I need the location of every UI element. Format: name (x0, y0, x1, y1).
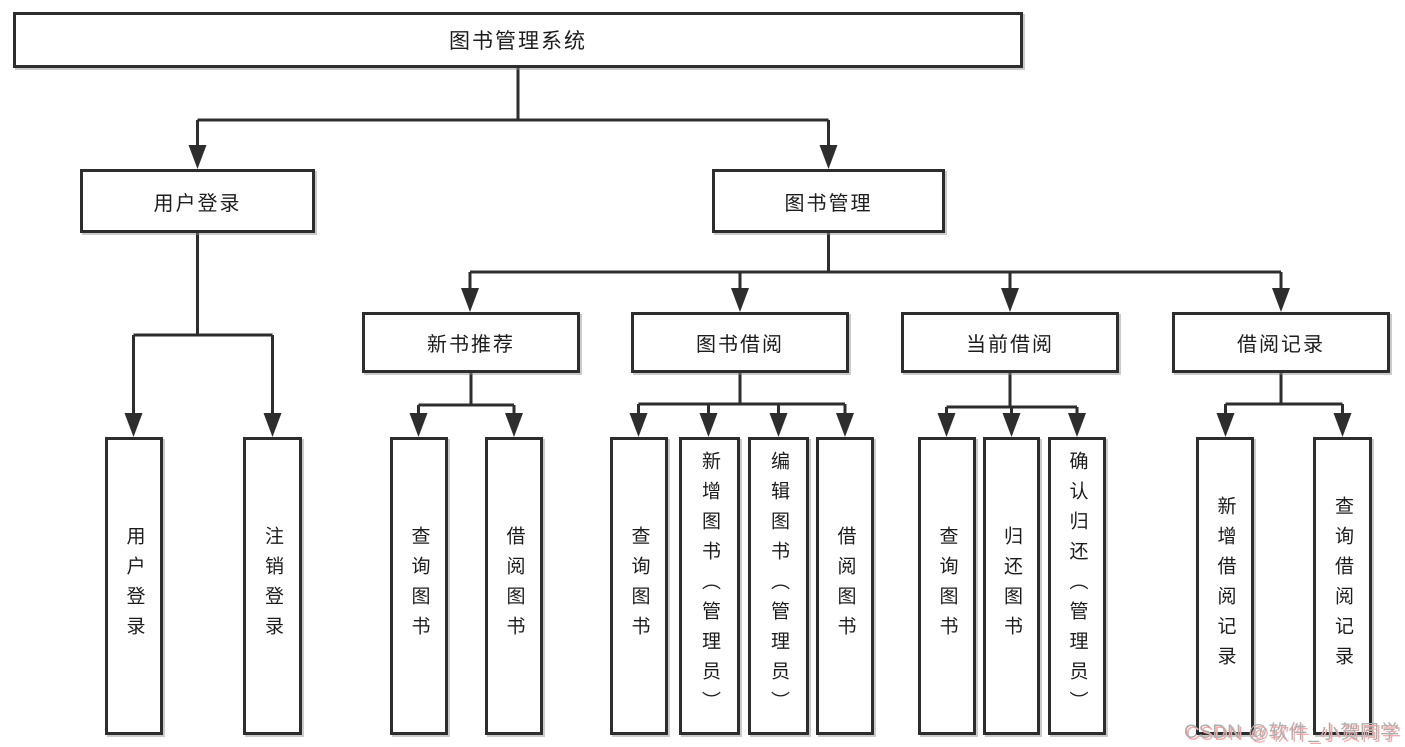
leaf-records-add-record-label: 新增借阅记录 (1214, 496, 1236, 676)
leaf-records-query-record: 查询借阅记录 (1313, 437, 1372, 735)
leaf-logout-label: 注销登录 (262, 526, 283, 646)
node-root-label: 图书管理系统 (449, 30, 587, 53)
node-user-login-label: 用户登录 (153, 192, 242, 215)
csdn-watermark: CSDN @软件_小贺同学 (1184, 722, 1400, 743)
node-book-borrow: 图书借阅 (631, 312, 849, 373)
leaf-borrow-add-books-admin: 新增图书（管理员） (679, 437, 740, 735)
leaf-current-confirm-return-admin-label: 确认归还（管理员） (1066, 451, 1088, 721)
leaf-borrow-edit-books-admin-label: 编辑图书（管理员） (768, 451, 789, 721)
leaf-user-login: 用户登录 (105, 437, 163, 735)
leaf-recommend-borrow-books-label: 借阅图书 (503, 526, 525, 646)
leaf-borrow-add-books-admin-label: 新增图书（管理员） (699, 451, 720, 721)
node-new-book-recommend-label: 新书推荐 (427, 334, 515, 356)
leaf-recommend-query-books: 查询图书 (390, 437, 448, 735)
node-current-borrow-label: 当前借阅 (966, 334, 1054, 356)
leaf-recommend-borrow-books: 借阅图书 (485, 437, 543, 735)
node-new-book-recommend: 新书推荐 (362, 312, 580, 373)
node-current-borrow: 当前借阅 (901, 312, 1119, 373)
leaf-recommend-query-books-label: 查询图书 (408, 526, 430, 646)
node-book-borrow-label: 图书借阅 (696, 334, 784, 356)
leaf-records-add-record: 新增借阅记录 (1196, 437, 1254, 735)
node-book-management: 图书管理 (712, 169, 945, 233)
leaf-current-query-books-label: 查询图书 (936, 526, 958, 646)
node-borrow-records-label: 借阅记录 (1237, 334, 1325, 356)
node-borrow-records: 借阅记录 (1172, 312, 1390, 373)
leaf-current-query-books: 查询图书 (918, 437, 976, 735)
leaf-current-return-books: 归还图书 (983, 437, 1040, 735)
leaf-borrow-edit-books-admin: 编辑图书（管理员） (748, 437, 809, 735)
leaf-current-confirm-return-admin: 确认归还（管理员） (1048, 437, 1106, 735)
node-book-management-label: 图书管理 (784, 192, 873, 215)
node-root: 图书管理系统 (13, 12, 1023, 68)
leaf-current-return-books-label: 归还图书 (1001, 526, 1022, 646)
leaf-records-query-record-label: 查询借阅记录 (1332, 496, 1353, 676)
leaf-borrow-borrow-books: 借阅图书 (816, 437, 874, 735)
leaf-borrow-borrow-books-label: 借阅图书 (834, 526, 856, 646)
leaf-user-login-label: 用户登录 (123, 526, 145, 646)
leaf-logout: 注销登录 (243, 437, 302, 735)
node-user-login: 用户登录 (80, 169, 315, 233)
leaf-borrow-query-books-label: 查询图书 (628, 526, 650, 646)
leaf-borrow-query-books: 查询图书 (610, 437, 668, 735)
